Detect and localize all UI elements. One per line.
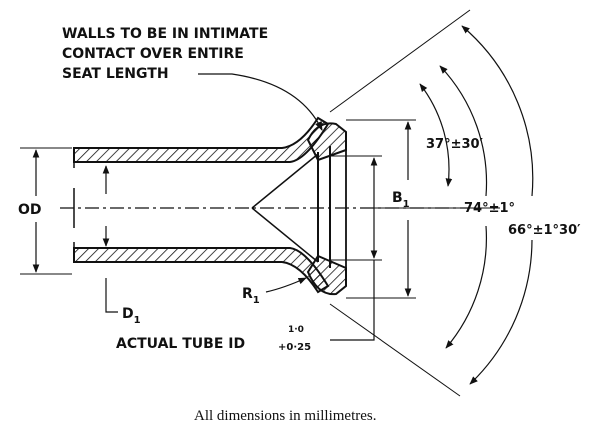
- cone-line-upper: [251, 153, 319, 209]
- label-angle-66: 66°±1°30′: [508, 223, 581, 238]
- arc-66-lower: [469, 239, 533, 385]
- note-line-2: CONTACT OVER ENTIRE: [62, 46, 244, 62]
- arc-66-upper: [461, 25, 534, 197]
- label-actual-id-tol-upper: 1·0: [288, 325, 304, 335]
- caption: All dimensions in millimetres.: [194, 408, 377, 424]
- d1-leader: [105, 278, 118, 313]
- note-line-1: WALLS TO BE IN INTIMATE: [62, 26, 268, 42]
- label-angle-37: 37°±30′: [426, 137, 484, 152]
- angle-ext-bottom: [329, 303, 461, 397]
- label-od: OD: [18, 202, 42, 218]
- tube-wall-bottom: [73, 247, 330, 294]
- arc-74-upper: [439, 65, 488, 197]
- label-r1: R1: [242, 286, 260, 306]
- label-actual-id-tol-lower: +0·25: [278, 342, 311, 353]
- angle-ext-top: [329, 9, 471, 113]
- r1-leader: [265, 277, 307, 293]
- label-angle-74: 74°±1°: [464, 201, 515, 216]
- arc-37: [419, 83, 453, 187]
- arc-74-lower: [445, 225, 488, 349]
- tube-wall-top: [73, 116, 330, 163]
- label-d1: D1: [122, 306, 141, 326]
- note-leader: [198, 73, 323, 131]
- label-b1: B1: [392, 190, 410, 210]
- cone-line-lower: [251, 207, 319, 263]
- note-line-3: SEAT LENGTH: [62, 66, 169, 82]
- label-actual-id: ACTUAL TUBE ID: [116, 336, 245, 352]
- id-leader: [330, 260, 375, 341]
- flare-seat-bottom: [306, 254, 347, 296]
